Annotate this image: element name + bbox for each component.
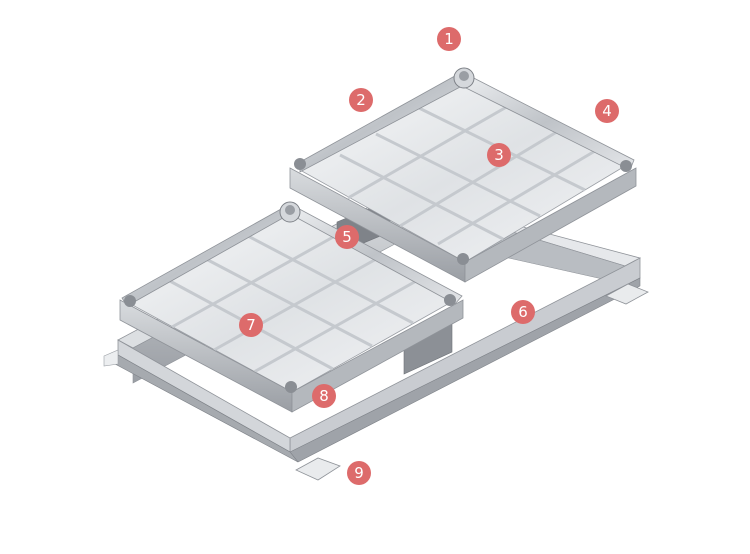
lower-cover-corner-socket bbox=[285, 381, 297, 393]
callout-badge-5: 5 bbox=[335, 225, 359, 249]
callout-badge-4: 4 bbox=[595, 99, 619, 123]
callout-badge-2: 2 bbox=[349, 88, 373, 112]
frame-foot-lug bbox=[295, 457, 341, 481]
upper-cover-front-right-wall bbox=[464, 167, 637, 283]
lower-cover-socket-left bbox=[124, 295, 136, 307]
upper-cover bbox=[289, 67, 637, 283]
lower-cover-front-right-wall bbox=[291, 299, 464, 413]
frame-foot-lug-right bbox=[605, 283, 649, 305]
upper-cover-socket-front bbox=[457, 253, 469, 265]
callout-badge-1: 1 bbox=[437, 27, 461, 51]
callout-badge-9: 9 bbox=[347, 461, 371, 485]
lower-cover bbox=[119, 201, 464, 413]
callout-badge-3: 3 bbox=[487, 143, 511, 167]
callout-badge-6: 6 bbox=[511, 300, 535, 324]
callout-badge-7: 7 bbox=[239, 313, 263, 337]
frame-flange-left bbox=[103, 349, 119, 367]
lower-cover-socket-right bbox=[444, 294, 456, 306]
upper-cover-socket-left bbox=[294, 158, 306, 170]
upper-cover-socket-right bbox=[620, 160, 632, 172]
callout-badge-8: 8 bbox=[312, 384, 336, 408]
